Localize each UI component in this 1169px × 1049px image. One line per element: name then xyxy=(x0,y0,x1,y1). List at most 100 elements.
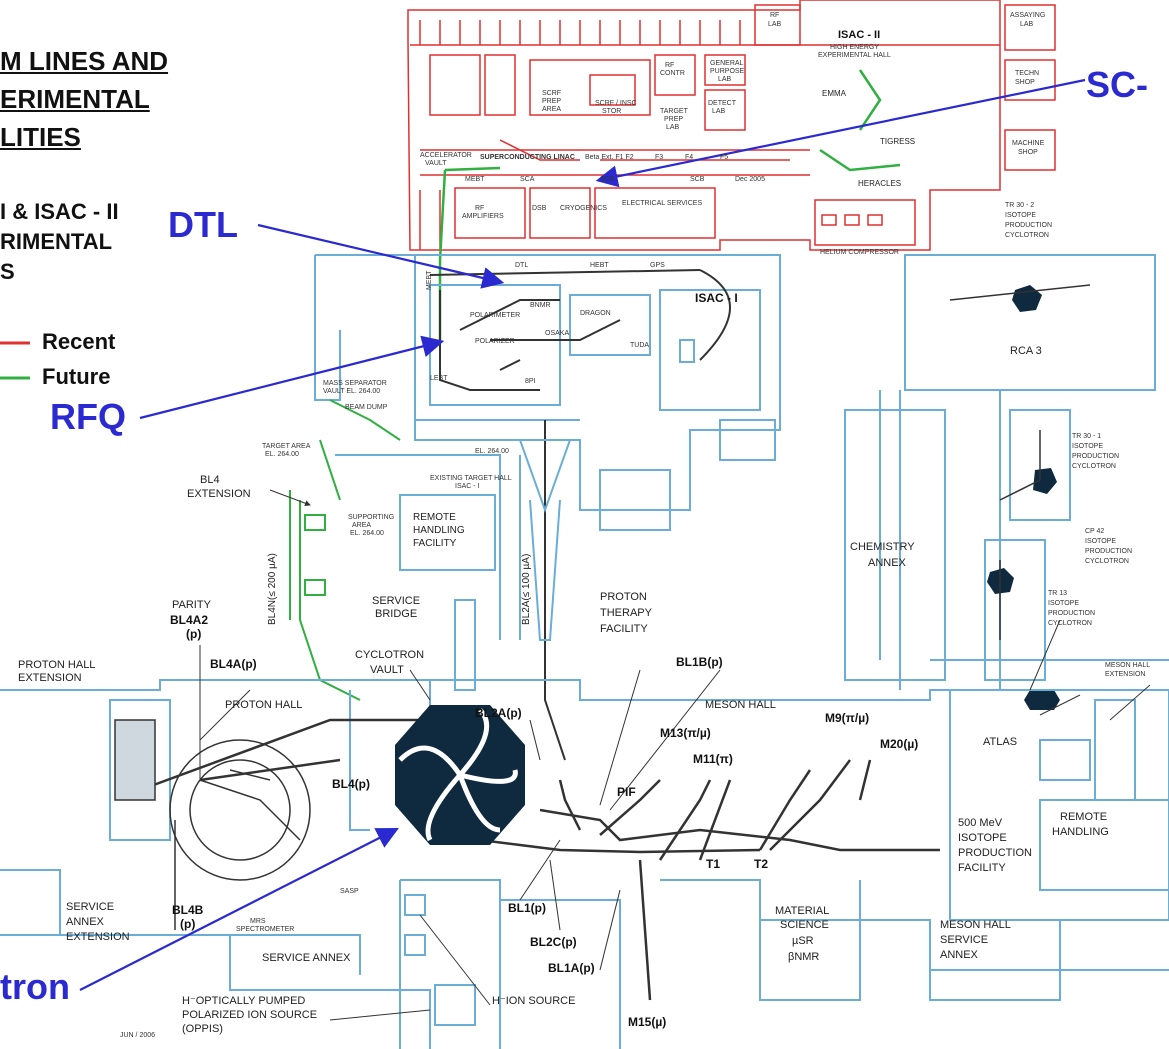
label-tr13-production: PRODUCTION xyxy=(1048,610,1096,617)
label-proton-hall: PROTON HALL xyxy=(225,699,303,711)
label-cyclotron-vault: CYCLOTRON xyxy=(355,649,425,661)
label-proton-therapy-2: THERAPY xyxy=(600,607,652,619)
label-bl4a2-p: (p) xyxy=(186,627,202,641)
label-service-annex-ext-2: ANNEX xyxy=(66,916,104,928)
title-line-2: ERIMENTAL xyxy=(0,84,150,114)
label-bl1: BL1(p) xyxy=(508,901,546,915)
label-detect: DETECT xyxy=(708,100,736,107)
label-bl1a: BL1A(p) xyxy=(548,961,595,975)
label-tr30-1-isotope: ISOTOPE xyxy=(1072,443,1103,450)
label-rf-lab-2: LAB xyxy=(768,21,782,28)
label-proton-therapy: PROTON xyxy=(600,591,647,603)
label-existing-target-hall: EXISTING TARGET HALL xyxy=(430,475,512,482)
label-accelerator: ACCELERATOR xyxy=(420,152,472,159)
label-mebt-vertical: MEBT xyxy=(426,270,433,290)
label-dec-2005: Dec 2005 xyxy=(735,176,765,183)
label-tr13: TR 13 xyxy=(1048,590,1068,597)
label-helium: HELIUM COMPRESSOR xyxy=(820,249,899,256)
label-proton-hall-extension-2: EXTENSION xyxy=(18,672,82,684)
label-service-annex-ext-3: EXTENSION xyxy=(66,931,130,943)
remote-handling-facility xyxy=(335,454,521,691)
callout-cyclotron: tron xyxy=(0,966,70,1007)
label-emma: EMMA xyxy=(822,89,846,98)
label-scb: SCB xyxy=(600,176,615,183)
label-f3: F3 xyxy=(655,154,664,161)
label-bl4b: BL4B xyxy=(172,903,204,917)
label-sc-linac: SUPERCONDUCTING LINAC xyxy=(480,154,575,161)
label-h-ion-source: H⁻ION SOURCE xyxy=(492,995,576,1007)
isotope-production-buildings xyxy=(844,254,1169,690)
label-proton-therapy-3: FACILITY xyxy=(600,623,648,635)
label-beta: Beta Ext. F1 F2 xyxy=(585,154,634,161)
label-area: AREA xyxy=(542,106,562,113)
label-tr30-1: TR 30 - 1 xyxy=(1072,433,1102,440)
label-bl1b: BL1B(p) xyxy=(676,655,723,669)
label-dragon: DRAGON xyxy=(580,310,611,317)
label-general: GENERAL xyxy=(710,60,744,67)
label-meson-hall-extension-2: EXTENSION xyxy=(1105,671,1146,678)
label-dsb: DSB xyxy=(532,205,547,212)
label-oppis-2: POLARIZED ION SOURCE xyxy=(182,1009,318,1021)
label-el-264: EL. 264.00 xyxy=(475,448,509,455)
subtitle-line-1: I & ISAC - II xyxy=(0,199,119,224)
isotope-beamlines xyxy=(949,284,1091,640)
label-meson-hall-extension: MESON HALL xyxy=(1105,662,1151,669)
label-techn: TECHN xyxy=(1015,70,1040,77)
callout-sc-linac: SC- xyxy=(1086,64,1148,105)
label-target-lab: LAB xyxy=(666,124,680,131)
label-prep: PREP xyxy=(542,98,562,105)
legend-recent: Recent xyxy=(42,329,116,354)
isac1-title: ISAC - I xyxy=(695,291,738,305)
label-meson-hall-service: MESON HALL xyxy=(940,919,1011,931)
label-tr30-2: TR 30 - 2 xyxy=(1005,202,1035,209)
label-target-prep-2: PREP xyxy=(664,116,684,123)
label-tr30-1-production: PRODUCTION xyxy=(1072,453,1120,460)
label-f5: F5 xyxy=(720,154,729,161)
isac1-building xyxy=(314,254,781,531)
label-tr30-1-cyclotron: CYCLOTRON xyxy=(1072,463,1116,470)
label-pif: PIF xyxy=(617,785,636,799)
label-target-area-el: EL. 264.00 xyxy=(265,451,299,458)
label-material-science-2: SCIENCE xyxy=(780,919,829,931)
label-mass-vault: VAULT EL. 264.00 xyxy=(323,388,381,395)
label-material-science: MATERIAL xyxy=(775,905,830,917)
label-gps: GPS xyxy=(650,262,665,269)
label-mebt: MEBT xyxy=(465,176,485,183)
label-mass-separator: MASS SEPARATOR xyxy=(323,380,387,387)
proton-hall-equipment xyxy=(114,719,311,930)
label-t2: T2 xyxy=(754,857,769,871)
title-line-3: LITIES xyxy=(0,122,81,152)
label-500mev-isotope: ISOTOPE xyxy=(958,832,1007,844)
label-existing-isac: ISAC - I xyxy=(455,483,480,490)
label-meson-hall: MESON HALL xyxy=(705,699,776,711)
label-oppis-3: (OPPIS) xyxy=(182,1023,223,1035)
label-bl4n: BL4N(≤ 200 µA) xyxy=(267,553,278,625)
label-500mev-facility: FACILITY xyxy=(958,862,1006,874)
label-mrs: MRS xyxy=(250,918,266,925)
label-amplifiers: AMPLIFIERS xyxy=(462,213,504,220)
label-assaying-lab: LAB xyxy=(1020,21,1034,28)
isac1-target xyxy=(518,439,572,641)
isac1-beamlines xyxy=(429,269,731,761)
label-lebt: LEBT xyxy=(430,375,448,382)
legend-swatches xyxy=(0,341,30,380)
legend-future: Future xyxy=(42,364,111,389)
label-service-annex-ext: SERVICE xyxy=(66,901,115,913)
label-remote-handling-right: REMOTE xyxy=(1060,811,1108,823)
label-cyclotron-vault-2: VAULT xyxy=(370,664,404,676)
label-contr: CONTR xyxy=(660,70,685,77)
label-bl2a-vertical: BL2A(≤ 100 µA) xyxy=(521,553,532,625)
label-target-prep: TARGET xyxy=(660,108,688,115)
label-detect-lab: LAB xyxy=(712,108,726,115)
label-scrf-prep: SCRF xyxy=(542,90,562,97)
label-musr: µSR xyxy=(792,935,814,947)
label-rf-lab: RF xyxy=(770,12,780,19)
label-service-annex: SERVICE ANNEX xyxy=(262,952,351,964)
label-osaka: OSAKA xyxy=(545,330,570,337)
label-remote: REMOTE xyxy=(413,512,456,523)
label-chemistry-annex-2: ANNEX xyxy=(868,557,906,569)
label-oppis: H⁻OPTICALLY PUMPED xyxy=(182,995,306,1007)
label-bl2c: BL2C(p) xyxy=(530,935,577,949)
